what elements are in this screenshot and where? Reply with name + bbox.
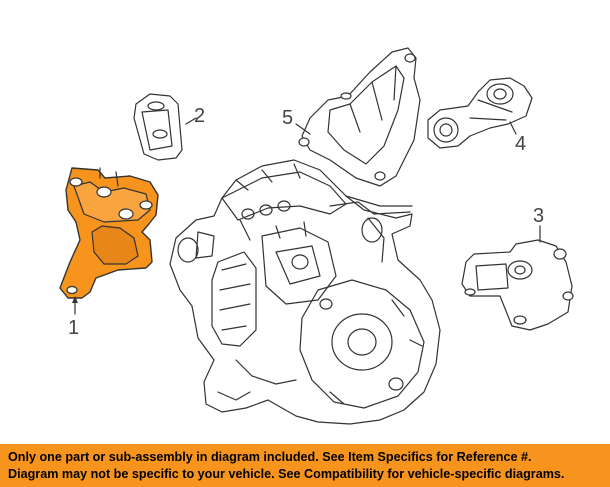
callout-4-label: 4 [515,133,526,155]
callout-numbers: 1 2 3 4 5 [68,105,544,339]
part-5-bracket [298,47,421,187]
engine-transmission-assembly [169,159,441,425]
callout-2-leader [185,117,197,125]
callout-2-label: 2 [194,105,205,127]
exploded-parts-diagram: 1 2 3 4 5 [59,47,574,425]
disclaimer-line-2: Diagram may not be specific to your vehi… [8,467,565,481]
part-4-mount [427,77,533,149]
callout-5-label: 5 [282,107,293,129]
disclaimer-line-1: Only one part or sub-assembly in diagram… [8,450,532,464]
callout-4-leader [509,121,517,135]
callout-1-label: 1 [68,317,79,339]
part-2-mount [133,93,183,161]
part-3-mount [461,239,574,331]
callout-3-label: 3 [533,205,544,227]
part-1-engine-mount [59,167,159,299]
callout-5-leader [295,123,311,135]
disclaimer-banner: Only one part or sub-assembly in diagram… [0,444,610,487]
